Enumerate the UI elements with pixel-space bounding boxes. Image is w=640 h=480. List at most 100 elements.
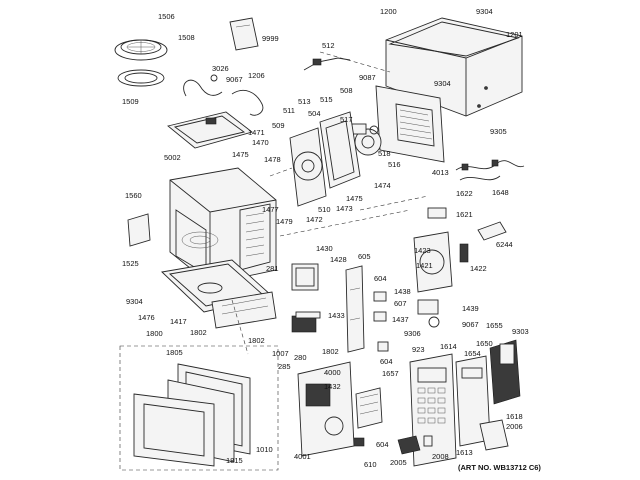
part-label-1478: 1478	[264, 155, 281, 164]
part-label-1800: 1800	[146, 329, 163, 338]
part-label-1473: 1473	[336, 204, 353, 213]
part-label-1508: 1508	[178, 33, 195, 42]
part-label-1421: 1421	[416, 261, 433, 270]
part-label-2005: 2005	[390, 458, 407, 467]
part-label-604: 604	[376, 440, 389, 449]
part-label-2006: 2006	[506, 422, 523, 431]
part-label-1560: 1560	[125, 191, 142, 200]
back-panel	[375, 85, 445, 163]
art-number-footer: (ART NO. WB13712 C6)	[458, 463, 541, 472]
part-label-1657: 1657	[382, 369, 399, 378]
part-label-509: 509	[272, 121, 285, 130]
part-label-604: 604	[380, 357, 393, 366]
oven-cavity	[169, 167, 277, 285]
cooling-fan-motor	[417, 299, 440, 328]
turntable-assembly	[114, 39, 168, 87]
part-label-1621: 1621	[456, 210, 473, 219]
part-label-607: 607	[394, 299, 407, 308]
part-label-1654: 1654	[464, 349, 481, 358]
part-label-9067: 9067	[226, 75, 243, 84]
control-panel	[409, 339, 521, 467]
part-label-604: 604	[374, 274, 387, 283]
part-label-4000: 4000	[324, 368, 341, 377]
part-label-280: 280	[294, 353, 307, 362]
part-label-285: 285	[278, 362, 291, 371]
part-label-1613: 1613	[456, 448, 473, 457]
part-label-1525: 1525	[122, 259, 139, 268]
instruction-sheet	[229, 17, 259, 51]
part-label-3026: 3026	[212, 64, 229, 73]
part-label-281: 281	[266, 264, 279, 273]
part-label-513: 513	[298, 97, 311, 106]
small-parts-bottom	[351, 435, 433, 455]
part-label-1479: 1479	[276, 217, 293, 226]
part-label-4013: 4013	[432, 168, 449, 177]
outer-case	[385, 17, 523, 117]
part-label-1618: 1618	[506, 412, 523, 421]
part-label-1474: 1474	[374, 181, 391, 190]
part-label-923: 923	[412, 345, 425, 354]
wire-harness-512	[303, 57, 351, 71]
part-label-1622: 1622	[456, 189, 473, 198]
fan-motor-assembly	[351, 123, 382, 156]
part-label-1802: 1802	[248, 336, 265, 345]
part-label-2008: 2008	[432, 452, 449, 461]
part-label-517: 517	[340, 115, 353, 124]
part-label-1655: 1655	[486, 321, 503, 330]
part-label-518: 518	[378, 149, 391, 158]
part-label-1472: 1472	[306, 215, 323, 224]
part-label-1648: 1648	[492, 188, 509, 197]
part-label-1815: 1815	[226, 456, 243, 465]
base-plate	[161, 259, 277, 329]
part-label-610: 610	[364, 460, 377, 469]
part-label-1509: 1509	[122, 97, 139, 106]
part-label-9999: 9999	[262, 34, 279, 43]
part-label-1432: 1432	[324, 382, 341, 391]
part-label-1200: 1200	[380, 7, 397, 16]
part-label-4001: 4001	[294, 452, 311, 461]
part-label-1802: 1802	[190, 328, 207, 337]
part-label-508: 508	[340, 86, 353, 95]
part-label-1471: 1471	[248, 128, 265, 137]
part-label-1477: 1477	[262, 205, 279, 214]
part-label-511: 511	[283, 106, 295, 115]
lower-transformer-assembly	[297, 361, 383, 457]
part-label-1805: 1805	[166, 348, 183, 357]
part-label-5002: 5002	[164, 153, 181, 162]
part-label-1430: 1430	[316, 244, 333, 253]
part-label-1206: 1206	[248, 71, 265, 80]
air-duct	[269, 111, 361, 207]
part-label-1438: 1438	[394, 287, 411, 296]
part-label-1417: 1417	[170, 317, 187, 326]
guide-lines	[231, 51, 429, 355]
door-switches	[373, 291, 389, 352]
part-label-504: 504	[308, 109, 321, 118]
part-label-1423: 1423	[414, 246, 431, 255]
latch-bracket	[345, 265, 365, 353]
part-label-9306: 9306	[404, 329, 421, 338]
part-label-1470: 1470	[252, 138, 269, 147]
part-label-1437: 1437	[392, 315, 409, 324]
part-label-9304: 9304	[126, 297, 143, 306]
part-label-9304: 9304	[434, 79, 451, 88]
part-label-1201: 1201	[506, 30, 523, 39]
control-bracket	[167, 74, 264, 149]
main-wire-harness	[455, 159, 525, 181]
part-label-1475: 1475	[232, 150, 249, 159]
part-label-1650: 1650	[476, 339, 493, 348]
part-label-9303: 9303	[512, 327, 529, 336]
part-label-1476: 1476	[138, 313, 155, 322]
part-label-1433: 1433	[328, 311, 345, 320]
part-label-6244: 6244	[496, 240, 513, 249]
part-label-516: 516	[388, 160, 401, 169]
part-label-512: 512	[322, 41, 335, 50]
part-label-515: 515	[320, 95, 333, 104]
plate-1560	[127, 213, 151, 247]
door-assembly	[119, 345, 279, 471]
part-label-1802: 1802	[322, 347, 339, 356]
hv-capacitor-assembly	[413, 207, 469, 293]
magnetron-transformer	[291, 263, 321, 333]
part-label-9305: 9305	[490, 127, 507, 136]
